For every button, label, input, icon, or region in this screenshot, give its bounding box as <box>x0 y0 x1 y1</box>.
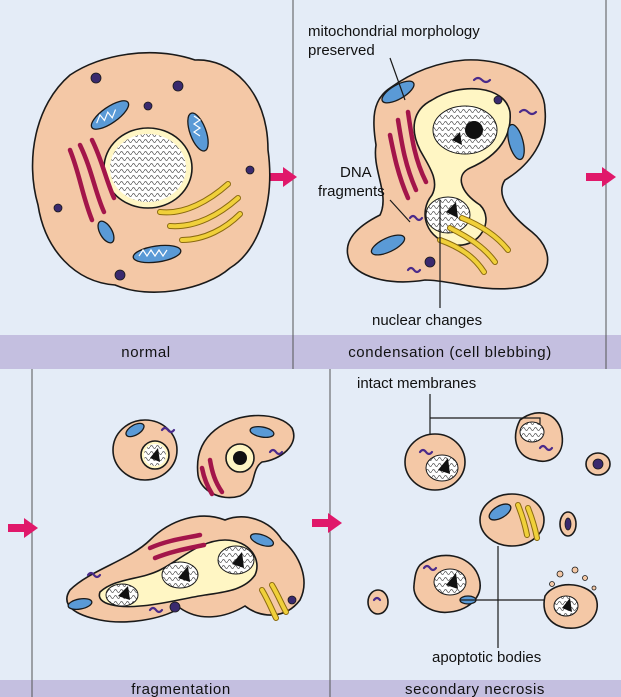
caption-secondary-necrosis: secondary necrosis <box>405 681 545 697</box>
panel-necrosis-bg <box>330 369 621 680</box>
caption-normal: normal <box>121 344 170 361</box>
label-fragments: fragments <box>318 183 385 200</box>
caption-fragmentation: fragmentation <box>131 681 231 697</box>
label-apoptotic-bodies: apoptotic bodies <box>432 649 541 666</box>
label-dna: DNA <box>340 164 372 181</box>
label-nuclear-changes: nuclear changes <box>372 312 482 329</box>
panel-fragmentation-bg <box>0 369 330 680</box>
label-preserved: preserved <box>308 42 375 59</box>
caption-condensation: condensation (cell blebbing) <box>348 344 552 361</box>
label-mitochondrial-morphology: mitochondrial morphology <box>308 23 480 40</box>
label-intact-membranes: intact membranes <box>357 375 476 392</box>
normal-cell <box>33 53 270 292</box>
